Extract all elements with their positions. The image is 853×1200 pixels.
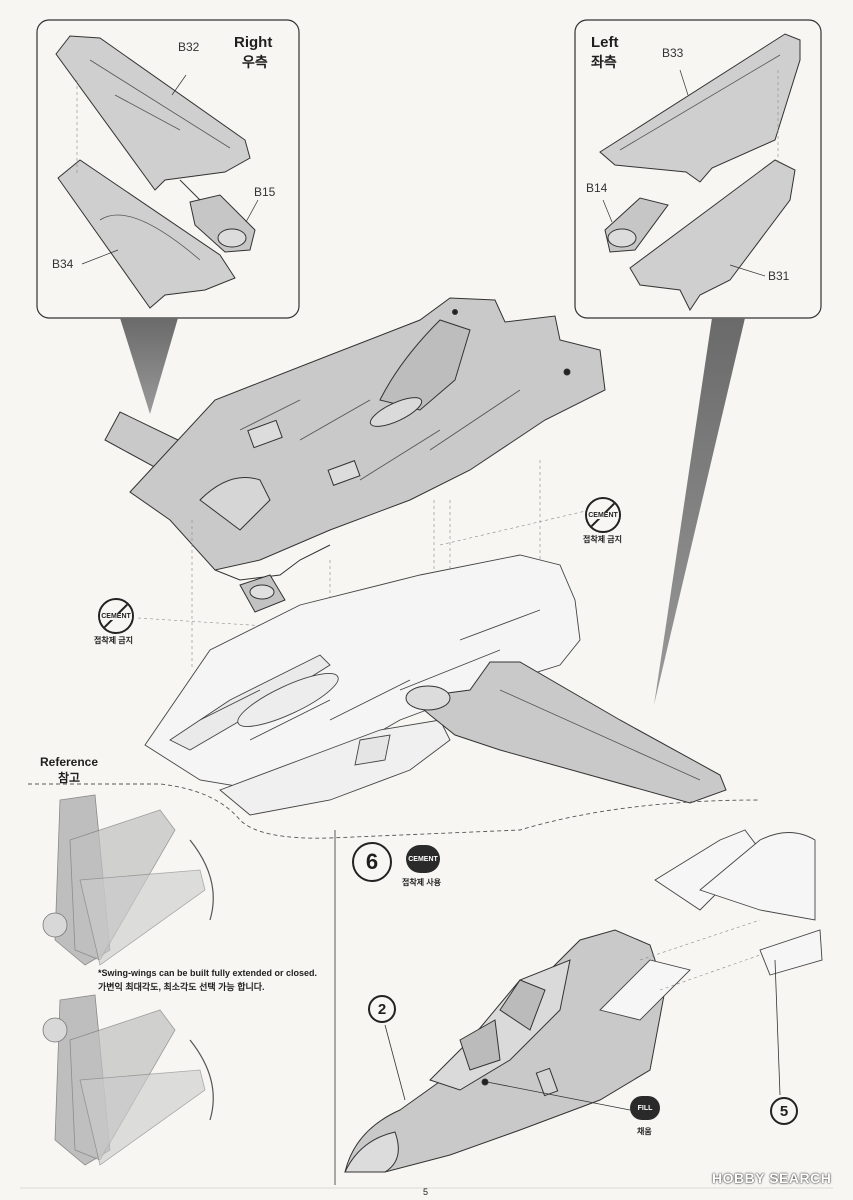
inset-right-pointer [120,318,178,414]
callout-2: 2 [368,995,396,1023]
step-number: 6 [352,842,392,882]
canopy-parts-drawing [599,829,823,1021]
no-cement-icon: CEMENT [585,497,621,533]
reference-note-ko: 가변익 최대각도, 최소각도 선택 가능 합니다. [98,982,265,992]
part-b32-drawing [55,35,251,191]
cement-icon: CEMENT [406,845,440,873]
inset-right-title-ko: 우측 [242,54,268,70]
part-label-b34: B34 [52,257,74,271]
inset-left-title-ko: 좌측 [591,54,617,70]
part-label-b31: B31 [768,269,790,283]
reference-title-ko: 참고 [58,771,81,785]
inset-left-frame [574,19,822,319]
no-cement-caption: 접착제 금지 [583,535,623,544]
part-label-b32: B32 [178,40,200,54]
part-b14-drawing [604,197,669,253]
reference-title-en: Reference [40,755,99,769]
part-label-b15: B15 [254,185,276,199]
reference-wing-diagram [42,794,214,1166]
part-b34-drawing [57,159,236,309]
callout-leader-5 [774,959,781,1096]
fill-icon: FILL [630,1096,660,1120]
page-number: 5 [423,1187,429,1197]
watermark: HOBBY SEARCH [712,1170,832,1186]
reference-dashed-border [28,783,761,839]
no-cement-caption: 접착제 금지 [94,636,134,645]
callout-5: 5 [770,1097,798,1125]
fill-leader [486,1081,631,1111]
no-cement-icon: CEMENT [98,598,134,634]
part-b31-drawing [629,159,796,311]
part-b15-drawing [189,194,256,253]
nose-cockpit-drawing [344,929,666,1173]
inset-right-title-en: Right [234,34,273,51]
fill-caption: 채움 [637,1127,652,1136]
upper-fuselage-drawing [104,297,606,613]
inset-left-pointer [654,318,745,705]
swing-wing-drawing [405,661,727,804]
part-b33-drawing [599,33,801,183]
use-cement-caption: 접착제 사용 [402,878,442,887]
callout-leader-2 [384,1024,406,1101]
part-label-b14: B14 [586,181,608,195]
lower-fuselage-drawing [144,554,581,816]
part-label-b33: B33 [662,46,684,60]
reference-note-en: *Swing-wings can be built fully extended… [98,968,318,978]
inset-left-title-en: Left [591,34,619,51]
